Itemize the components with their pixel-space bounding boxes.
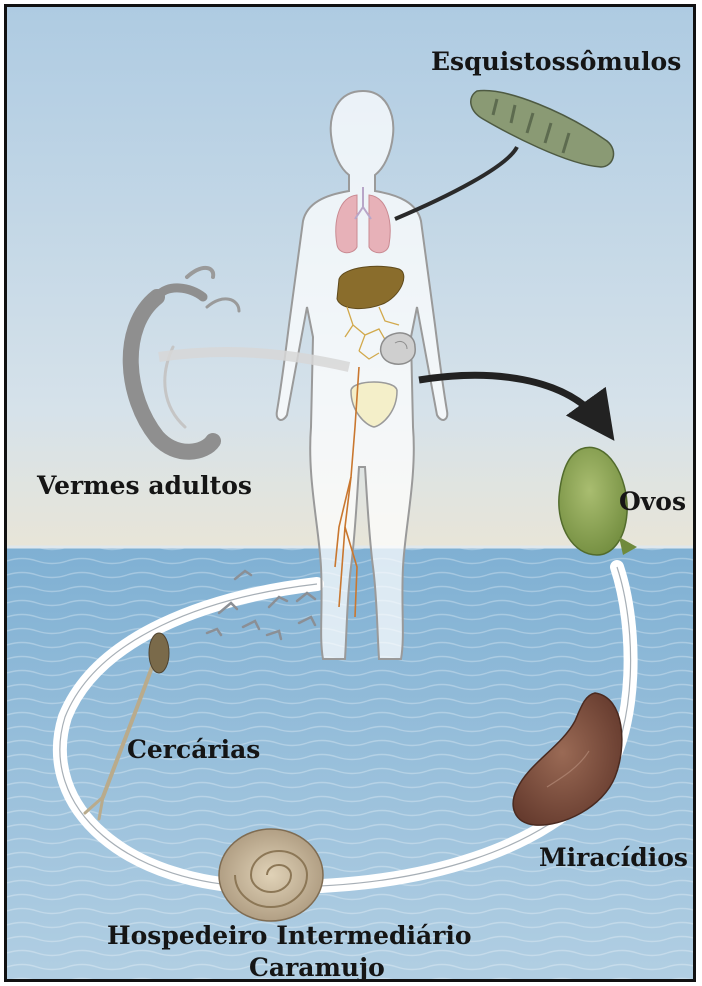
label-ovos: Ovos bbox=[619, 489, 686, 514]
diagram-frame: Esquistossômulos Vermes adultos Ovos Cer… bbox=[4, 4, 696, 982]
label-hospedeiro-intermediario: Hospedeiro Intermediário bbox=[107, 923, 472, 948]
label-miracidios: Miracídios bbox=[539, 845, 688, 870]
label-cercarias: Cercárias bbox=[127, 737, 260, 762]
intestine-organ bbox=[381, 333, 416, 364]
label-caramujo: Caramujo bbox=[249, 955, 385, 980]
snail-shell bbox=[219, 829, 323, 921]
label-vermes-adultos: Vermes adultos bbox=[37, 473, 252, 498]
label-esquistossomulos: Esquistossômulos bbox=[431, 49, 681, 74]
